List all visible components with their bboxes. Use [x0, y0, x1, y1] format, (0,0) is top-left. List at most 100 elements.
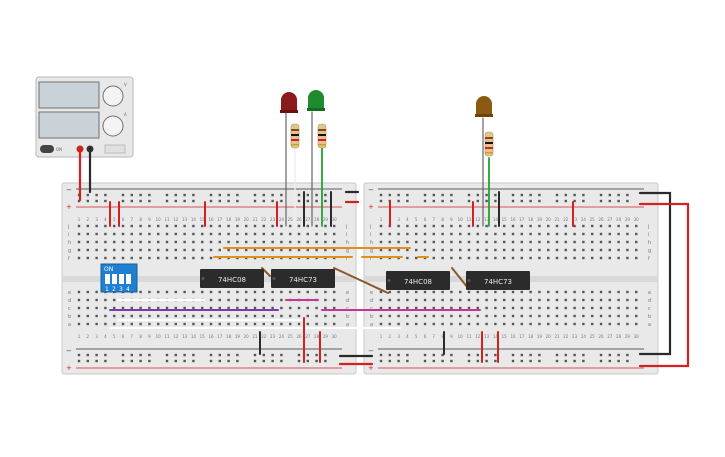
terminal-hole[interactable]: [485, 314, 488, 318]
rail-hole[interactable]: [397, 199, 400, 203]
terminal-hole[interactable]: [227, 290, 230, 294]
terminal-hole[interactable]: [379, 322, 383, 326]
terminal-hole[interactable]: [406, 306, 409, 310]
terminal-hole[interactable]: [139, 224, 142, 228]
terminal-hole[interactable]: [599, 256, 603, 260]
terminal-hole[interactable]: [183, 322, 186, 326]
rail-hole[interactable]: [432, 359, 435, 363]
terminal-hole[interactable]: [388, 290, 391, 294]
rail-hole[interactable]: [324, 193, 327, 197]
terminal-hole[interactable]: [324, 298, 327, 302]
terminal-hole[interactable]: [192, 314, 195, 318]
terminal-hole[interactable]: [113, 314, 116, 318]
terminal-hole[interactable]: [262, 298, 265, 302]
rail-hole[interactable]: [432, 199, 435, 203]
terminal-hole[interactable]: [397, 298, 400, 302]
rail-hole[interactable]: [130, 359, 133, 363]
terminal-hole[interactable]: [218, 298, 221, 302]
terminal-hole[interactable]: [397, 224, 400, 228]
terminal-hole[interactable]: [209, 314, 213, 318]
terminal-hole[interactable]: [538, 306, 541, 310]
terminal-hole[interactable]: [333, 232, 336, 236]
terminal-hole[interactable]: [280, 290, 283, 294]
terminal-hole[interactable]: [174, 240, 177, 244]
terminal-hole[interactable]: [379, 248, 383, 252]
rail-hole[interactable]: [582, 353, 585, 357]
terminal-hole[interactable]: [617, 248, 620, 252]
terminal-hole[interactable]: [564, 248, 567, 252]
rail-hole[interactable]: [626, 359, 629, 363]
terminal-hole[interactable]: [86, 290, 89, 294]
terminal-hole[interactable]: [227, 322, 230, 326]
terminal-hole[interactable]: [503, 232, 506, 236]
rail-hole[interactable]: [467, 193, 471, 197]
terminal-hole[interactable]: [467, 240, 471, 244]
terminal-hole[interactable]: [157, 314, 160, 318]
chip-74hc08-right[interactable]: 74HC08: [386, 271, 450, 290]
terminal-hole[interactable]: [289, 290, 292, 294]
terminal-hole[interactable]: [148, 322, 151, 326]
terminal-hole[interactable]: [635, 306, 638, 310]
terminal-hole[interactable]: [324, 322, 327, 326]
rail-hole[interactable]: [324, 353, 327, 357]
terminal-hole[interactable]: [165, 290, 169, 294]
terminal-hole[interactable]: [227, 224, 230, 228]
terminal-hole[interactable]: [450, 322, 453, 326]
terminal-hole[interactable]: [280, 248, 283, 252]
terminal-hole[interactable]: [157, 256, 160, 260]
terminal-hole[interactable]: [130, 256, 133, 260]
rail-hole[interactable]: [538, 193, 541, 197]
terminal-hole[interactable]: [423, 306, 427, 310]
terminal-hole[interactable]: [608, 290, 611, 294]
terminal-hole[interactable]: [555, 248, 559, 252]
terminal-hole[interactable]: [432, 224, 435, 228]
terminal-hole[interactable]: [218, 224, 221, 228]
terminal-hole[interactable]: [406, 256, 409, 260]
power-switch[interactable]: [40, 145, 54, 153]
terminal-hole[interactable]: [617, 224, 620, 228]
terminal-hole[interactable]: [271, 306, 274, 310]
rail-hole[interactable]: [476, 199, 479, 203]
terminal-hole[interactable]: [297, 290, 301, 294]
terminal-hole[interactable]: [262, 248, 265, 252]
terminal-hole[interactable]: [333, 290, 336, 294]
terminal-hole[interactable]: [86, 322, 89, 326]
terminal-hole[interactable]: [139, 232, 142, 236]
terminal-hole[interactable]: [599, 290, 603, 294]
dip-toggle-4[interactable]: [126, 274, 131, 284]
terminal-hole[interactable]: [280, 306, 283, 310]
terminal-hole[interactable]: [113, 224, 116, 228]
terminal-hole[interactable]: [635, 314, 638, 318]
terminal-hole[interactable]: [139, 240, 142, 244]
terminal-hole[interactable]: [432, 306, 435, 310]
terminal-hole[interactable]: [538, 290, 541, 294]
terminal-hole[interactable]: [520, 322, 523, 326]
terminal-hole[interactable]: [253, 322, 257, 326]
terminal-hole[interactable]: [130, 248, 133, 252]
terminal-hole[interactable]: [192, 256, 195, 260]
terminal-hole[interactable]: [547, 314, 550, 318]
terminal-hole[interactable]: [626, 298, 629, 302]
terminal-hole[interactable]: [95, 298, 98, 302]
terminal-hole[interactable]: [503, 248, 506, 252]
terminal-hole[interactable]: [582, 322, 585, 326]
rail-hole[interactable]: [104, 193, 107, 197]
rail-hole[interactable]: [520, 199, 523, 203]
terminal-hole[interactable]: [104, 248, 107, 252]
rail-hole[interactable]: [95, 359, 98, 363]
rail-hole[interactable]: [174, 193, 177, 197]
terminal-hole[interactable]: [467, 224, 471, 228]
terminal-hole[interactable]: [77, 256, 81, 260]
terminal-hole[interactable]: [218, 240, 221, 244]
terminal-hole[interactable]: [626, 314, 629, 318]
terminal-hole[interactable]: [245, 224, 248, 228]
terminal-hole[interactable]: [635, 290, 638, 294]
terminal-hole[interactable]: [388, 314, 391, 318]
terminal-hole[interactable]: [520, 256, 523, 260]
terminal-hole[interactable]: [511, 290, 515, 294]
terminal-hole[interactable]: [485, 298, 488, 302]
rail-hole[interactable]: [441, 193, 444, 197]
rail-hole[interactable]: [165, 359, 169, 363]
terminal-hole[interactable]: [95, 224, 98, 228]
